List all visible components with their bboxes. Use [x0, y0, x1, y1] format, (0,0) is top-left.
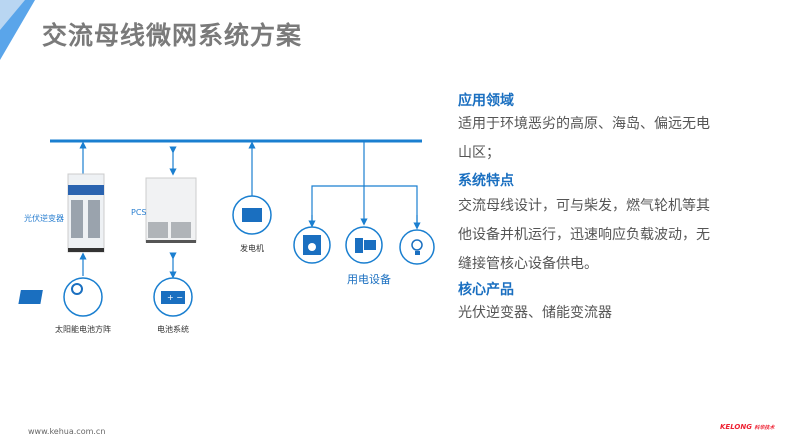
- washing-machine-icon: [293, 226, 331, 264]
- generator-icon: [232, 195, 272, 235]
- pcs-cabinet: [145, 177, 197, 243]
- section-heading: 核心产品: [458, 282, 514, 298]
- section-heading: 系统特点: [458, 173, 514, 189]
- page-title: 交流母线微网系统方案: [42, 21, 303, 50]
- section-body: 交流母线设计，可与柴发，燃气轮机等其他设备并机运行，迅速响应负载波动，无缝接管核…: [458, 198, 710, 272]
- svg-text:+ −: + −: [167, 293, 183, 302]
- pv-inverter-label: 光伏逆变器: [24, 214, 64, 223]
- loads-label: 用电设备: [347, 273, 391, 286]
- battery-system-label: 电池系统: [157, 325, 189, 334]
- battery-icon: [153, 277, 193, 317]
- section-body: 光伏逆变器、储能变流器: [458, 305, 612, 321]
- lightbulb-icon: [399, 229, 435, 265]
- pv-inverter-cabinet: [67, 173, 105, 253]
- solar-panel-icon: [63, 277, 103, 317]
- computer-icon: [345, 226, 383, 264]
- solar-array-label: 太阳能电池方阵: [55, 325, 111, 334]
- footer-url: www.kehua.com.cn: [28, 427, 106, 436]
- microgrid-diagram: + −: [18, 139, 435, 317]
- section-heading: 应用领域: [458, 93, 514, 109]
- company-logo: KELONG 科华技术: [720, 423, 775, 431]
- generator-label: 发电机: [240, 244, 264, 253]
- pcs-label: PCS: [131, 208, 147, 217]
- section-body: 适用于环境恶劣的高原、海岛、偏远无电山区；: [458, 116, 710, 161]
